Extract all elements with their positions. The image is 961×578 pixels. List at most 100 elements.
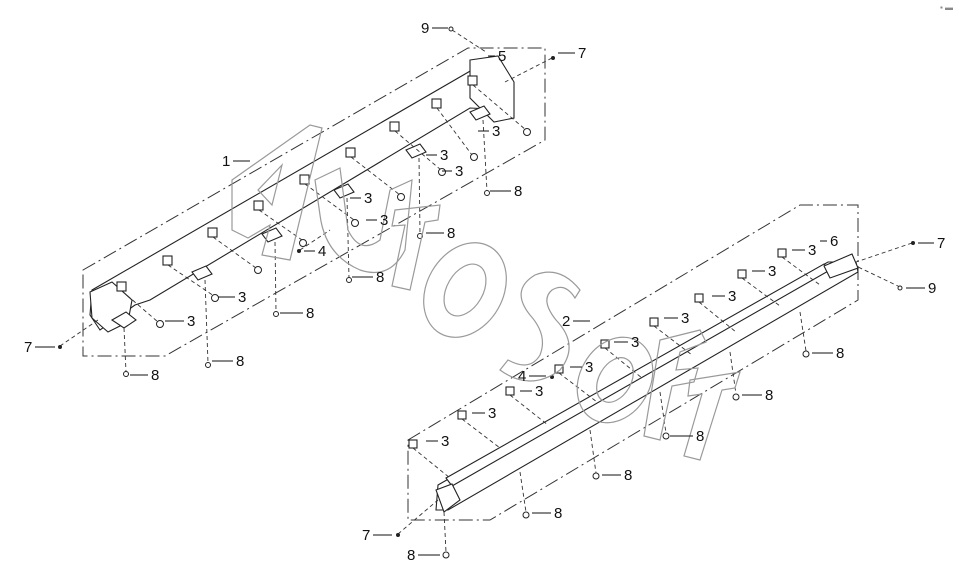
callout-number: 7	[578, 45, 586, 62]
screw[interactable]	[897, 285, 903, 291]
clip[interactable]	[694, 293, 704, 303]
screw[interactable]	[448, 26, 454, 32]
clip[interactable]	[408, 439, 418, 449]
callout-3: 3	[614, 334, 639, 351]
callout-number: 3	[808, 242, 816, 259]
callout-number: 3	[455, 163, 463, 180]
nut[interactable]	[273, 311, 279, 317]
screw[interactable]	[911, 241, 915, 245]
callout-3: 3	[366, 212, 388, 229]
clip[interactable]	[649, 317, 659, 327]
bracket[interactable]	[191, 265, 213, 281]
nut[interactable]	[592, 472, 600, 480]
watermark-letter-o	[423, 242, 507, 338]
callout-number: 3	[238, 289, 246, 306]
clip[interactable]	[162, 255, 173, 266]
callout-number: 8	[765, 387, 773, 404]
callout-number: 8	[447, 225, 455, 242]
callout-9: 9	[906, 280, 936, 297]
callout-8: 8	[602, 467, 632, 484]
callout-7: 7	[24, 339, 55, 356]
upper-molding-end-cap[interactable]	[469, 55, 515, 123]
nut[interactable]	[442, 551, 450, 559]
clip[interactable]	[345, 147, 356, 158]
bracket[interactable]	[110, 311, 137, 329]
callout-7: 7	[362, 527, 392, 544]
upper-assembly	[58, 26, 555, 377]
callout-3: 3	[442, 163, 463, 180]
callout-number: 3	[492, 123, 500, 140]
nut[interactable]	[802, 350, 810, 358]
nut[interactable]	[123, 371, 129, 377]
nut[interactable]	[397, 193, 405, 201]
callout-8: 8	[280, 305, 314, 322]
lower-dashed-guides	[397, 242, 913, 553]
nut[interactable]	[438, 168, 446, 176]
nut[interactable]	[522, 511, 530, 519]
upper-sill-molding[interactable]	[89, 69, 513, 331]
nut[interactable]	[662, 432, 670, 440]
callout-number: 5	[498, 48, 506, 65]
clip[interactable]	[431, 98, 442, 109]
nut[interactable]	[346, 277, 352, 283]
watermark-letter-o-inner	[443, 263, 487, 317]
nut[interactable]	[211, 294, 219, 302]
lower-molding-left-end[interactable]	[435, 483, 461, 513]
nut[interactable]	[351, 219, 359, 227]
watermark-letter-t	[391, 204, 441, 291]
screw[interactable]	[396, 533, 400, 537]
callout-number: 8	[696, 428, 704, 445]
callout-8: 8	[212, 353, 244, 370]
callout-8: 8	[407, 547, 440, 564]
callout-number: 8	[407, 547, 415, 564]
callout-number: 9	[928, 280, 936, 297]
clip[interactable]	[457, 410, 467, 420]
bracket[interactable]	[333, 183, 355, 199]
lower-molding-end-cap[interactable]	[823, 253, 859, 279]
clip[interactable]	[505, 386, 515, 396]
clip[interactable]	[299, 174, 310, 185]
callout-number: 3	[728, 288, 736, 305]
callout-8: 8	[490, 183, 522, 200]
clip[interactable]	[207, 227, 218, 238]
watermark-letter-o2	[576, 336, 654, 424]
callout-number: 3	[364, 190, 372, 207]
screw[interactable]	[297, 249, 301, 253]
callout-number: 1	[222, 153, 230, 170]
lower-sill-molding[interactable]	[435, 261, 859, 511]
nut[interactable]	[732, 393, 740, 401]
clip[interactable]	[116, 281, 127, 292]
corner-mark: ▪ ▬	[940, 3, 953, 12]
callout-number: 3	[187, 313, 195, 330]
nut[interactable]	[205, 362, 211, 368]
screw[interactable]	[58, 345, 62, 349]
clip[interactable]	[777, 248, 787, 258]
callout-3: 3	[752, 263, 776, 280]
screw[interactable]	[551, 56, 555, 60]
callout-8: 8	[130, 367, 159, 384]
nut[interactable]	[470, 153, 478, 161]
nut[interactable]	[156, 320, 164, 328]
nut[interactable]	[299, 239, 307, 247]
watermark-letter-a	[231, 124, 323, 261]
callout-4: 4	[518, 368, 546, 385]
callout-3: 3	[426, 147, 448, 164]
clip[interactable]	[467, 75, 478, 86]
clip[interactable]	[389, 121, 400, 132]
callout-8: 8	[742, 387, 773, 404]
callout-8: 8	[532, 505, 562, 522]
callout-number: 7	[937, 235, 945, 252]
nut[interactable]	[523, 128, 531, 136]
bracket[interactable]	[405, 143, 427, 159]
lower-assembly-outline	[407, 204, 859, 521]
bracket[interactable]	[469, 105, 491, 121]
callout-8: 8	[426, 225, 455, 242]
callout-3: 3	[570, 359, 593, 376]
nut[interactable]	[254, 266, 262, 274]
clip[interactable]	[554, 364, 564, 374]
clip[interactable]	[737, 269, 747, 279]
clip[interactable]	[253, 200, 264, 211]
callout-number: 3	[535, 383, 543, 400]
nut[interactable]	[484, 190, 490, 196]
